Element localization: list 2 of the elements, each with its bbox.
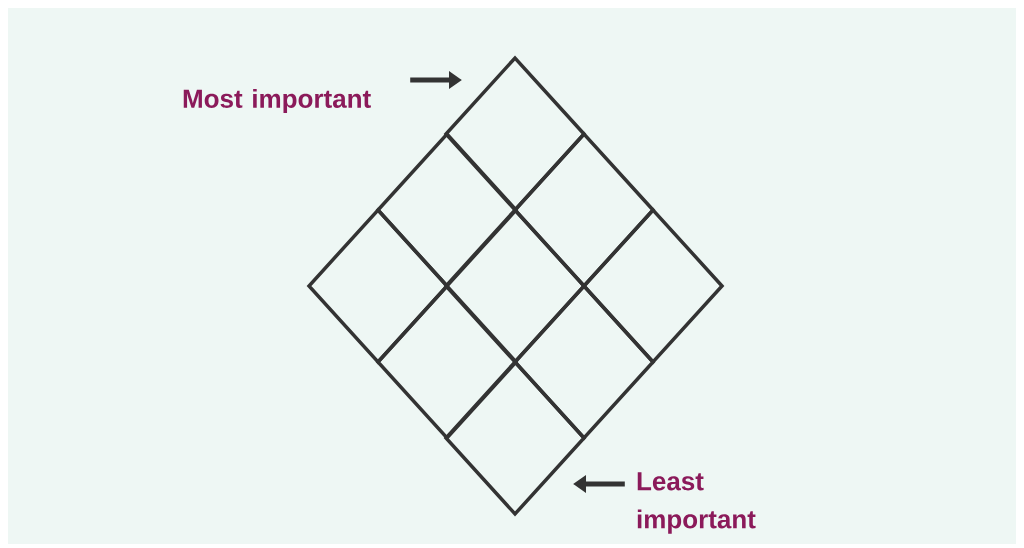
label-text: Least important: [637, 472, 756, 534]
label-text: Most important: [183, 88, 371, 114]
